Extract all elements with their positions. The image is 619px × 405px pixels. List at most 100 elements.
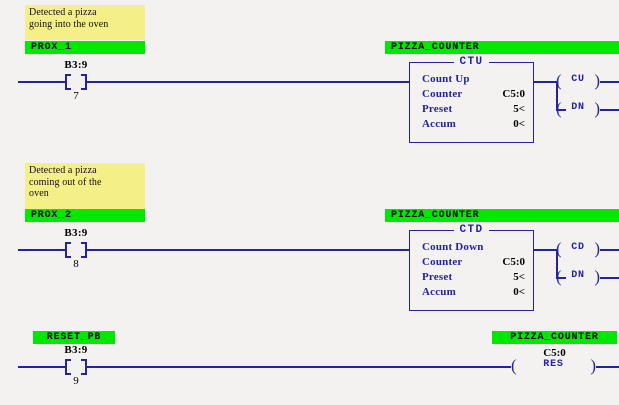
contact-address-2: B3:9 (64, 227, 88, 239)
contact-foot-bl (65, 256, 71, 258)
block-row-name: Count Up (422, 73, 470, 85)
contact-bar-right (85, 74, 87, 90)
input-tag-label-3[interactable]: RESET_PB (33, 331, 115, 344)
contact-bar-left (65, 359, 67, 375)
rung-wire-2-left (18, 249, 65, 251)
block-rows-ctd: Count Down Counter C5:0 Preset 5< Accum … (410, 240, 533, 300)
rung-comment-2: Detected a pizza coming out of the oven (25, 163, 145, 209)
instruction-block-ctu[interactable]: CTU Count Up Counter C5:0 Preset 5< Accu… (409, 56, 534, 143)
block-title-ctu: CTU (410, 56, 533, 68)
block-rows-ctu: Count Up Counter C5:0 Preset 5< Accum 0< (410, 72, 533, 132)
block-row: Accum 0< (410, 117, 533, 132)
block-row-name: Accum (422, 286, 456, 298)
block-row-value: C5:0 (502, 88, 525, 100)
rung-branch-rail-1 (556, 81, 558, 110)
contact-foot-tl (65, 242, 71, 244)
contact-address-1: B3:9 (64, 59, 88, 71)
coil-paren-left: ( (556, 71, 562, 90)
block-title-ctd: CTD (410, 224, 533, 236)
contact-foot-br (81, 256, 87, 258)
rung-wire-1-tail-cu (600, 81, 619, 83)
rung-wire-2-tail-dn (600, 277, 619, 279)
coil-paren-left: ( (556, 239, 562, 258)
block-row: Count Down (410, 240, 533, 255)
rung-wire-1-mid (87, 81, 409, 83)
output-tag-label-2[interactable]: PIZZA_COUNTER (385, 209, 619, 222)
block-row: Preset 5< (410, 102, 533, 117)
coil-dn-1[interactable]: ( DN ) (556, 99, 600, 118)
coil-paren-left: ( (556, 267, 562, 286)
coil-paren-right: ) (594, 239, 600, 258)
block-row: Counter C5:0 (410, 255, 533, 270)
block-row: Accum 0< (410, 285, 533, 300)
coil-label: DN (571, 270, 585, 281)
rung-comment-1: Detected a pizza going into the oven (25, 5, 145, 40)
contact-bar-right (85, 242, 87, 258)
rung-wire-3-tail (596, 366, 619, 368)
contact-foot-tr (81, 242, 87, 244)
contact-foot-tr (81, 359, 87, 361)
block-row: Counter C5:0 (410, 87, 533, 102)
block-row-value: 0< (513, 286, 525, 298)
coil-label: CU (571, 74, 585, 85)
rung-wire-1-out-cu (534, 81, 556, 83)
block-row: Count Up (410, 72, 533, 87)
block-row-name: Accum (422, 118, 456, 130)
instruction-block-ctd[interactable]: CTD Count Down Counter C5:0 Preset 5< Ac… (409, 224, 534, 311)
contact-xic-1[interactable] (65, 74, 87, 90)
coil-paren-left: ( (556, 99, 562, 118)
coil-paren-right: ) (594, 99, 600, 118)
contact-foot-bl (65, 88, 71, 90)
rung-wire-2-tail-cd (600, 249, 619, 251)
block-row-value: 0< (513, 118, 525, 130)
rung-wire-2-mid (87, 249, 409, 251)
block-row-name: Count Down (422, 241, 484, 253)
coil-cd[interactable]: ( CD ) (556, 239, 600, 258)
coil-paren-left: ( (511, 356, 517, 375)
coil-label: RES (543, 359, 564, 370)
contact-bar-right (85, 359, 87, 375)
reset-coil-address: C5:0 (543, 347, 566, 359)
contact-bar-left (65, 74, 67, 90)
block-row-name: Counter (422, 256, 463, 268)
output-tag-label-1[interactable]: PIZZA_COUNTER (385, 41, 619, 54)
block-row-value: C5:0 (502, 256, 525, 268)
coil-res[interactable]: ( RES ) (511, 356, 596, 375)
contact-foot-br (81, 88, 87, 90)
coil-paren-right: ) (590, 356, 596, 375)
contact-foot-tr (81, 74, 87, 76)
block-row-value: 5< (513, 103, 525, 115)
coil-paren-right: ) (594, 71, 600, 90)
rung-wire-1-out-dn (556, 109, 566, 111)
contact-bit-1: 7 (73, 90, 79, 102)
contact-bit-3: 9 (73, 375, 79, 387)
contact-foot-bl (65, 373, 71, 375)
rung-wire-3-mid (87, 366, 511, 368)
coil-cu[interactable]: ( CU ) (556, 71, 600, 90)
contact-address-3: B3:9 (64, 344, 88, 356)
input-tag-label-1[interactable]: PROX_1 (25, 41, 145, 54)
contact-foot-tl (65, 359, 71, 361)
rung-wire-1-tail-dn (600, 109, 619, 111)
rung-wire-3-left (18, 366, 65, 368)
block-row-name: Preset (422, 103, 453, 115)
contact-foot-br (81, 373, 87, 375)
rung-branch-rail-2 (556, 249, 558, 278)
block-row: Preset 5< (410, 270, 533, 285)
coil-paren-right: ) (594, 267, 600, 286)
contact-xic-3[interactable] (65, 359, 87, 375)
coil-label: CD (571, 242, 585, 253)
block-row-name: Preset (422, 271, 453, 283)
coil-dn-2[interactable]: ( DN ) (556, 267, 600, 286)
contact-bar-left (65, 242, 67, 258)
block-row-name: Counter (422, 88, 463, 100)
rung-wire-2-out-cd (534, 249, 556, 251)
output-tag-label-3[interactable]: PIZZA_COUNTER (492, 331, 617, 344)
rung-wire-2-out-dn (556, 277, 566, 279)
contact-xic-2[interactable] (65, 242, 87, 258)
rung-wire-1-left (18, 81, 65, 83)
contact-bit-2: 8 (73, 258, 79, 270)
contact-foot-tl (65, 74, 71, 76)
input-tag-label-2[interactable]: PROX_2 (25, 209, 145, 222)
